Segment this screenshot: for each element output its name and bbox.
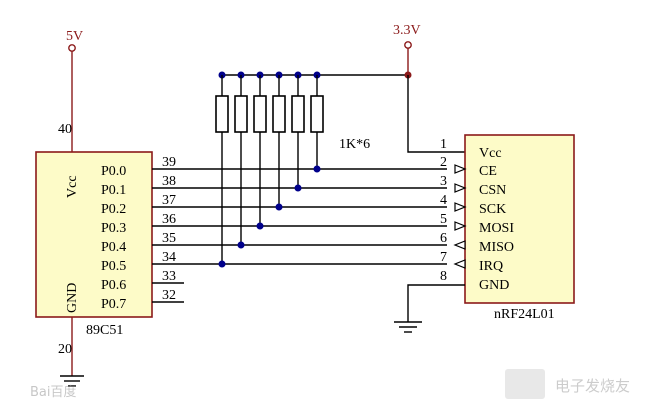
mcu-pin-label-p06: P0.6 — [101, 278, 126, 293]
mcu-pin-number-33: 33 — [162, 269, 176, 284]
mcu-gnd-label: GND — [65, 283, 80, 313]
rf-pin-label-sck: SCK — [479, 202, 506, 217]
mcu-pin-number-38: 38 — [162, 174, 176, 189]
rf-name: nRF24L01 — [494, 307, 555, 322]
rf-chip: nRF24L01 1 2 3 4 5 6 7 8 Vcc CE CSN SCK … — [440, 134, 575, 322]
mcu-body — [35, 151, 153, 318]
resistor-3 — [253, 95, 267, 133]
rf-supply-terminal — [404, 41, 412, 49]
mcu-pin-label-p07: P0.7 — [101, 297, 126, 312]
rf-pin-number-1: 1 — [440, 137, 447, 152]
junction-mosi — [256, 222, 264, 230]
rf-pin-label-vcc: Vcc — [479, 146, 502, 161]
rf-pin-number-2: 2 — [440, 155, 447, 170]
pullup-network: 1K*6 — [215, 71, 408, 268]
mcu-pin-label-p03: P0.3 — [101, 221, 126, 236]
mcu-supply-terminal — [68, 44, 76, 52]
mcu-pin-label-p01: P0.1 — [101, 183, 126, 198]
rf-pin-arrow-sck — [454, 202, 467, 212]
junction-ce — [313, 165, 321, 173]
rf-pin-label-gnd: GND — [479, 278, 509, 293]
watermark-logo-icon — [505, 369, 545, 399]
rf-ground — [394, 284, 465, 333]
rf-pin-label-csn: CSN — [479, 183, 506, 198]
mcu-pin-number-36: 36 — [162, 212, 176, 227]
rf-supply: 3.3V — [393, 23, 465, 153]
junction-sck — [275, 203, 283, 211]
rf-pin-arrow-miso — [453, 240, 466, 250]
rf-vcc-wire — [407, 75, 465, 153]
rf-body — [464, 134, 575, 304]
mcu-pin-label-p00: P0.0 — [101, 164, 126, 179]
rf-pin-arrow-csn — [454, 183, 467, 193]
resistor-1 — [215, 95, 229, 133]
mcu-gnd-pin-number: 20 — [58, 342, 72, 357]
resistor-5 — [291, 95, 305, 133]
watermark-right: 电子发烧友 — [505, 369, 630, 399]
mcu-pin-number-35: 35 — [162, 231, 176, 246]
rf-pin-number-6: 6 — [440, 231, 447, 246]
rf-pin-number-7: 7 — [440, 250, 447, 265]
rf-pin-arrow-mosi — [454, 221, 467, 231]
mcu-name: 89C51 — [86, 323, 123, 338]
rf-pin-arrow-irq — [453, 259, 466, 269]
mcu-ground: 20 — [58, 317, 84, 387]
watermark-left: Bai百度 — [30, 384, 77, 400]
mcu-vcc-pin-number: 40 — [58, 122, 72, 137]
rf-pin-number-8: 8 — [440, 269, 447, 284]
mcu-vcc-label: Vcc — [65, 175, 80, 198]
mcu-pin-label-p05: P0.5 — [101, 259, 126, 274]
mcu-supply-label: 5V — [66, 29, 83, 44]
resistor-2 — [234, 95, 248, 133]
resistor-value-label: 1K*6 — [339, 137, 370, 152]
mcu-pin-number-34: 34 — [162, 250, 176, 265]
mcu-pin-number-37: 37 — [162, 193, 176, 208]
mcu-supply: 5V 40 — [58, 29, 83, 152]
resistor-6 — [310, 95, 324, 133]
watermark-left-text: Bai百度 — [30, 384, 77, 400]
junction-irq — [218, 260, 226, 268]
mcu-pin-number-39: 39 — [162, 155, 176, 170]
rf-gnd-wire — [407, 284, 465, 322]
mcu-pin-label-p02: P0.2 — [101, 202, 126, 217]
rf-supply-label: 3.3V — [393, 23, 421, 38]
rf-pin-number-5: 5 — [440, 212, 447, 227]
rf-pin-number-4: 4 — [440, 193, 447, 208]
rf-pin-label-miso: MISO — [479, 240, 514, 255]
signal-wires — [152, 168, 447, 303]
junction-miso — [237, 241, 245, 249]
rf-pin-label-mosi: MOSI — [479, 221, 514, 236]
rf-pin-label-ce: CE — [479, 164, 497, 179]
rf-pin-arrow-ce — [454, 164, 467, 174]
rf-pin-number-3: 3 — [440, 174, 447, 189]
mcu-pin-label-p04: P0.4 — [101, 240, 126, 255]
junction-csn — [294, 184, 302, 192]
watermark-right-text: 电子发烧友 — [555, 377, 630, 395]
rf-pin-label-irq: IRQ — [479, 259, 503, 274]
mcu-chip: Vcc GND 89C51 P0.0 P0.1 P0.2 P0.3 P0.4 P… — [35, 151, 176, 338]
resistor-4 — [272, 95, 286, 133]
mcu-pin-number-32: 32 — [162, 288, 176, 303]
